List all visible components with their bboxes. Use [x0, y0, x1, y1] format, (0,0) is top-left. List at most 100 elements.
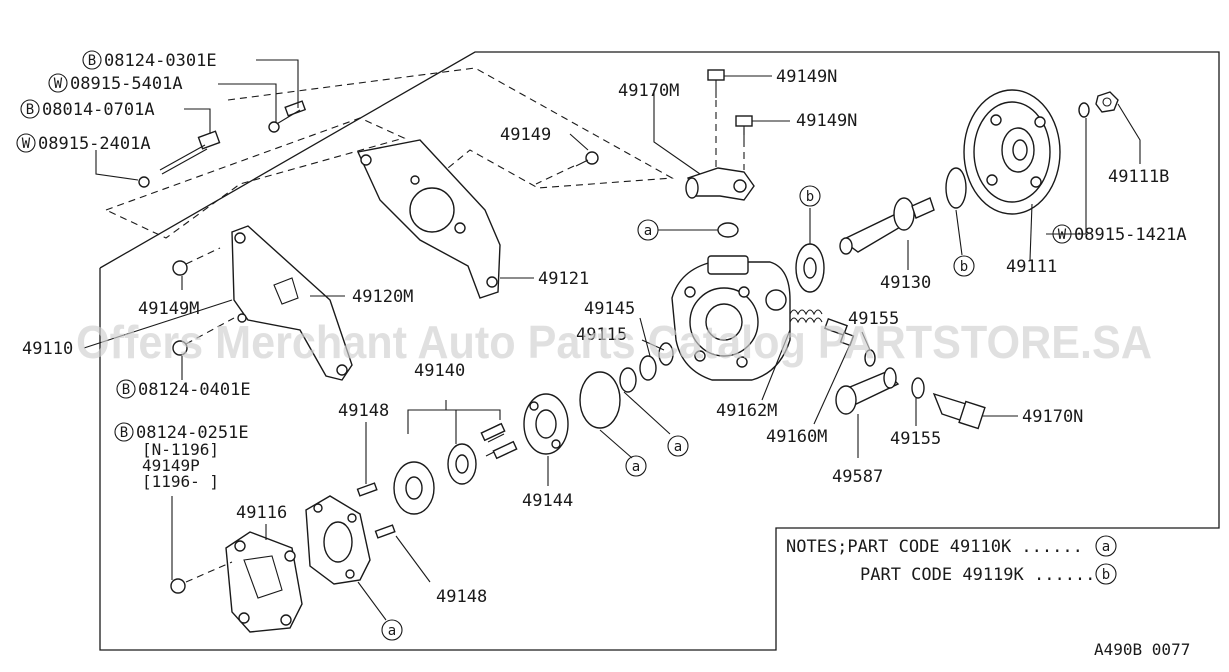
svg-text:a: a — [1102, 539, 1110, 555]
bracket-hole — [409, 187, 455, 233]
svg-text:b: b — [960, 259, 968, 275]
svg-text:W: W — [22, 136, 31, 152]
bracket-bolt-hole — [410, 175, 420, 185]
washer-08915-1421A — [1078, 102, 1090, 118]
label-49111: 49111 — [1006, 257, 1057, 277]
svg-text:B: B — [120, 425, 128, 441]
shaft-49130 — [839, 197, 935, 255]
label-49149N-top: 49149N — [776, 67, 837, 87]
callout-b-08124-0251E: B 08124-0251E — [114, 422, 249, 443]
label-49587: 49587 — [832, 467, 883, 487]
label-49149M: 49149M — [138, 299, 199, 319]
connector-49170N — [932, 392, 986, 430]
marker-b-snap: b — [953, 255, 975, 277]
svg-text:b: b — [1102, 567, 1110, 583]
label-49148-top: 49148 — [338, 401, 389, 421]
label-49145: 49145 — [584, 299, 635, 319]
svg-text:NOTES;PART CODE 49110K ......: NOTES;PART CODE 49110K ...... — [786, 537, 1083, 557]
bolt-08124-0301E — [268, 100, 307, 133]
oil-seal — [795, 243, 825, 293]
bolt-49149 — [535, 151, 599, 185]
label-49116: 49116 — [236, 503, 287, 523]
svg-text:b: b — [806, 189, 814, 205]
label-49148-bot: 49148 — [436, 587, 487, 607]
label-49140: 49140 — [414, 361, 465, 381]
bracket-bolt-hole — [336, 364, 348, 376]
label-49120M: 49120M — [352, 287, 413, 307]
svg-text:08915-1421A: 08915-1421A — [1074, 225, 1187, 245]
callout-b-08124-0301E: B 08124-0301E — [82, 50, 217, 71]
notes-line-2: PART CODE 49119K ...... — [860, 565, 1095, 585]
leader — [407, 409, 501, 434]
svg-text:W: W — [1058, 227, 1067, 243]
gasket-plate — [305, 495, 371, 585]
bracket-bolt-hole — [234, 232, 246, 244]
part-labels: 49110 49120M 49121 49149 49149M 49170M 4… — [22, 67, 1169, 607]
oring-small — [619, 367, 637, 393]
svg-text:08915-5401A: 08915-5401A — [70, 74, 183, 94]
pipe-49170M — [685, 100, 755, 201]
label-49149P: 49149P — [142, 456, 200, 475]
pulley-49111 — [963, 89, 1061, 215]
bracket-bolt-hole — [237, 313, 247, 323]
label-49170M: 49170M — [618, 81, 679, 101]
bolt-08014-0701A — [159, 130, 221, 175]
bracket-bolt-hole — [486, 276, 498, 288]
label-49170N: 49170N — [1022, 407, 1083, 427]
bracket-boundary-lower — [105, 117, 406, 239]
cam-ring-49144 — [523, 393, 569, 455]
svg-text:08915-2401A: 08915-2401A — [38, 134, 151, 154]
svg-text:B: B — [26, 102, 34, 118]
bracket-bolt-hole — [454, 222, 466, 234]
marker-a-oring1: a — [625, 455, 647, 477]
bolt-08124-0401E — [172, 317, 235, 356]
washer-08915-2401A — [138, 176, 150, 188]
svg-text:08124-0401E: 08124-0401E — [138, 380, 251, 400]
label-49160M: 49160M — [766, 427, 827, 447]
label-49121: 49121 — [538, 269, 589, 289]
svg-text:B: B — [122, 382, 130, 398]
notes-line-1: PART CODE 49110K ...... — [847, 537, 1082, 557]
callout-b-08014-0701A: B 08014-0701A — [20, 99, 155, 120]
rotor — [447, 443, 477, 485]
svg-text:a: a — [388, 623, 396, 639]
svg-text:a: a — [674, 439, 682, 455]
label-range-2: [1196- ] — [142, 472, 219, 491]
oring-49115 — [658, 342, 674, 366]
label-49155-bot: 49155 — [890, 429, 941, 449]
callout-w-08915-1421A: W 08915-1421A — [1052, 224, 1187, 245]
part-a-plug — [717, 222, 739, 238]
snap-ring — [945, 167, 967, 209]
diagram-code: A490B 0077 — [1094, 640, 1190, 659]
bracket-49120M — [231, 225, 353, 381]
label-49144: 49144 — [522, 491, 573, 511]
label-49110: 49110 — [22, 339, 73, 359]
bolt-49149N-top — [707, 69, 772, 98]
callout-b-08124-0401E: B 08124-0401E — [116, 379, 251, 400]
assembly-frame — [99, 51, 1220, 651]
svg-text:a: a — [632, 459, 640, 475]
vanes-49140 — [480, 422, 518, 460]
label-49149N-mid: 49149N — [796, 111, 857, 131]
callout-w-08915-2401A: W 08915-2401A — [16, 133, 151, 154]
label-49130: 49130 — [880, 273, 931, 293]
pin-49148-top — [356, 482, 378, 497]
marker-a-oring2: a — [667, 435, 689, 457]
svg-text:08014-0701A: 08014-0701A — [42, 100, 155, 120]
label-49155-top: 49155 — [848, 309, 899, 329]
notes-prefix: NOTES; — [786, 537, 847, 557]
pin-49148-bot — [374, 524, 396, 539]
marker-a-left: a — [637, 219, 659, 241]
callout-w-08915-5401A: W 08915-5401A — [48, 73, 183, 94]
label-range-1: [N-1196] — [142, 440, 219, 459]
label-49111B: 49111B — [1108, 167, 1169, 187]
valve-49160M — [823, 317, 855, 347]
watermark: Offers Merchant Auto Parts Catalog PARTS… — [76, 316, 1152, 368]
label-49162M: 49162M — [716, 401, 777, 421]
marker-a-bottom: a — [381, 619, 403, 641]
svg-text:a: a — [644, 223, 652, 239]
bolt-49149P — [170, 561, 233, 594]
bracket-slot — [273, 277, 299, 305]
svg-text:B: B — [88, 53, 96, 69]
